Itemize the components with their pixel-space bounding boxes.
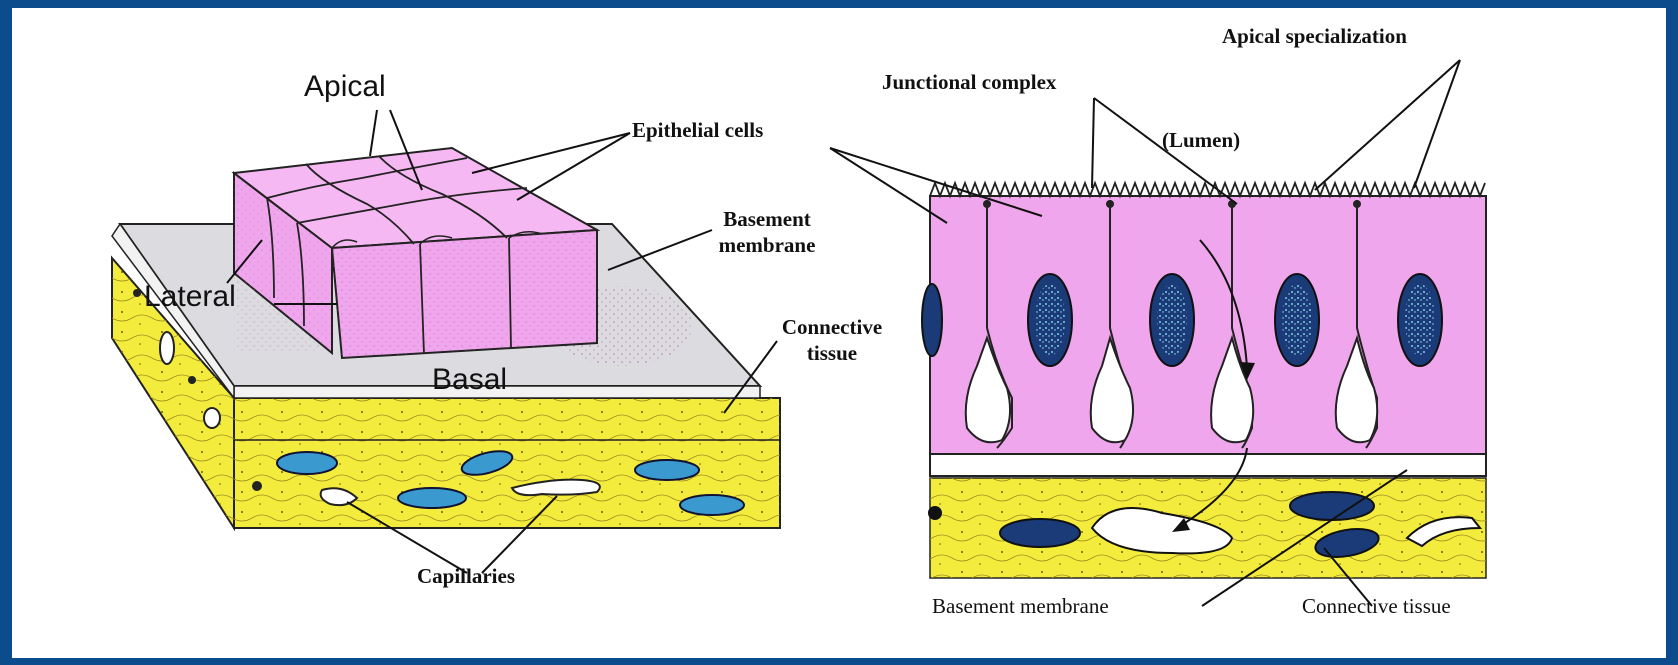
label-connective-tissue-right: Connective tissue	[1302, 594, 1451, 619]
fibroblast-nucleus	[1290, 492, 1374, 520]
diagram-canvas: Apical Lateral Basal Epithelial cells Ba…	[12, 8, 1666, 658]
label-capillaries: Capillaries	[417, 564, 515, 589]
epithelial-cell-block	[234, 148, 597, 358]
label-epithelial-cells: Epithelial cells	[632, 118, 763, 143]
label-basement-membrane-left: Basement membrane	[712, 206, 822, 258]
label-basement-line1: Basement	[712, 206, 822, 232]
label-connective-tissue-left: Connective tissue	[772, 314, 892, 366]
label-basement-membrane-right: Basement membrane	[932, 594, 1109, 619]
connective-nucleus	[277, 452, 337, 474]
label-lumen: (Lumen)	[1162, 128, 1240, 153]
label-apical-specialization: Apical specialization	[1222, 24, 1407, 49]
label-membrane-line2: membrane	[712, 232, 822, 258]
right-tissue-section	[830, 60, 1486, 606]
connective-nucleus	[680, 495, 744, 515]
connective-nucleus	[635, 460, 699, 480]
label-lateral: Lateral	[144, 280, 236, 314]
microvilli	[930, 183, 1485, 196]
label-junctional-complex: Junctional complex	[882, 70, 1056, 95]
left-tissue-block	[112, 110, 780, 573]
label-apical: Apical	[304, 70, 386, 104]
fibroblast-nucleus	[1000, 519, 1080, 547]
label-basal: Basal	[432, 363, 507, 397]
connective-nucleus	[398, 488, 466, 508]
label-tissue-line2: tissue	[772, 340, 892, 366]
label-connective-line1: Connective	[772, 314, 892, 340]
nucleus	[922, 284, 942, 356]
